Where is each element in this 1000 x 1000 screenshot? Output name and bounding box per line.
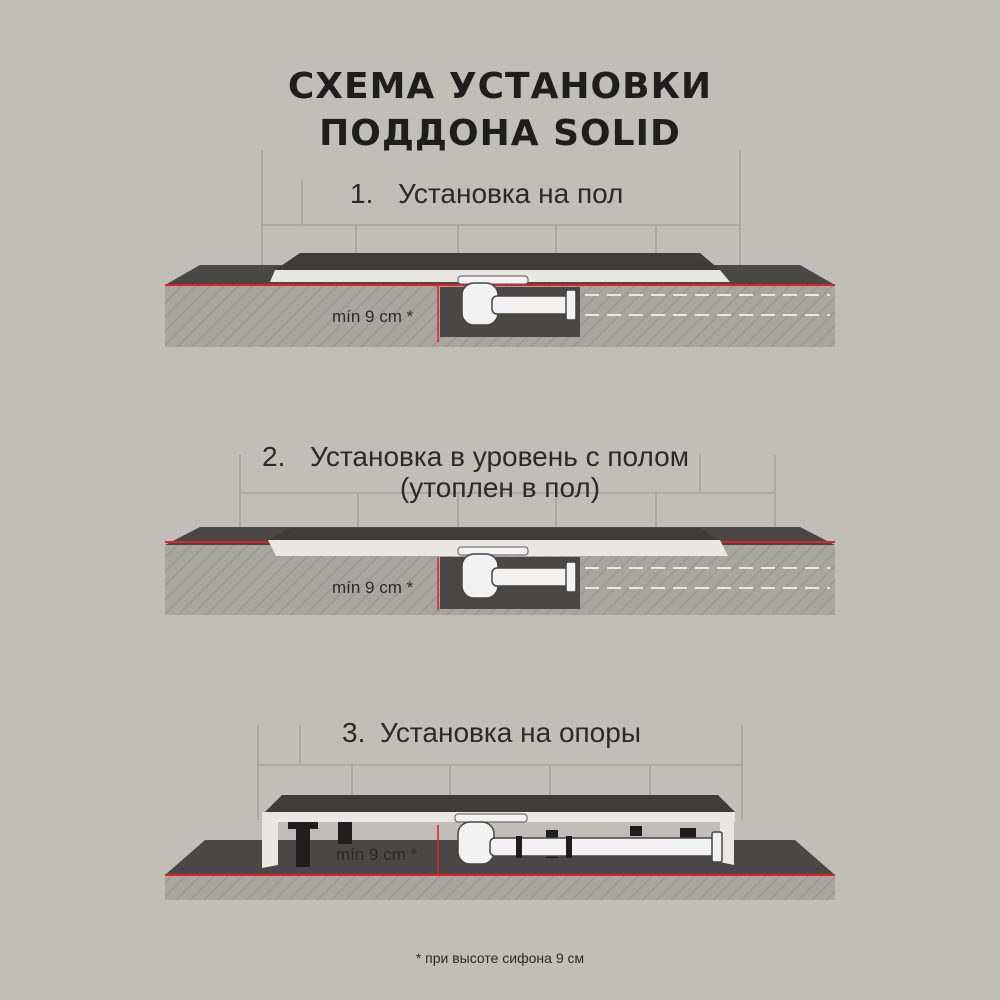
title-line-1: СХЕМА УСТАНОВКИ bbox=[288, 66, 712, 107]
section-3-on-supports: 3. Установка на опоры mín 9 cm * bbox=[165, 717, 835, 900]
section-1-brick-wall bbox=[261, 150, 741, 265]
section-3-label: Установка на опоры bbox=[380, 717, 641, 748]
section-1-siphon-icon bbox=[457, 275, 577, 326]
section-2-flush-mounted: 2. Установка в уровень с полом (утоплен … bbox=[165, 441, 835, 615]
section-3-tray bbox=[265, 795, 735, 812]
section-2-siphon-icon bbox=[457, 546, 577, 599]
section-1-tray bbox=[275, 253, 720, 270]
section-3-measurement: mín 9 cm * bbox=[336, 845, 418, 864]
title-line-2: ПОДДОНА SOLID bbox=[319, 113, 681, 154]
section-1-floor-mounted: 1. Установка на пол mín 9 cm * bbox=[165, 150, 835, 347]
section-1-label: Установка на пол bbox=[398, 178, 623, 209]
section-3-number: 3. bbox=[342, 717, 365, 748]
section-2-measurement: mín 9 cm * bbox=[332, 578, 414, 597]
section-2-brick-wall bbox=[239, 455, 776, 530]
section-1-number: 1. bbox=[350, 178, 373, 209]
section-3-subfloor bbox=[165, 875, 835, 900]
section-1-measurement: mín 9 cm * bbox=[332, 307, 414, 326]
section-2-label: Установка в уровень с полом bbox=[310, 441, 689, 472]
footnote: * при высоте сифона 9 см bbox=[416, 950, 584, 966]
section-3-siphon-icon bbox=[454, 813, 723, 865]
section-2-tray bbox=[268, 528, 720, 540]
section-2-label-line-2: (утоплен в пол) bbox=[400, 472, 600, 503]
section-2-number: 2. bbox=[262, 441, 285, 472]
